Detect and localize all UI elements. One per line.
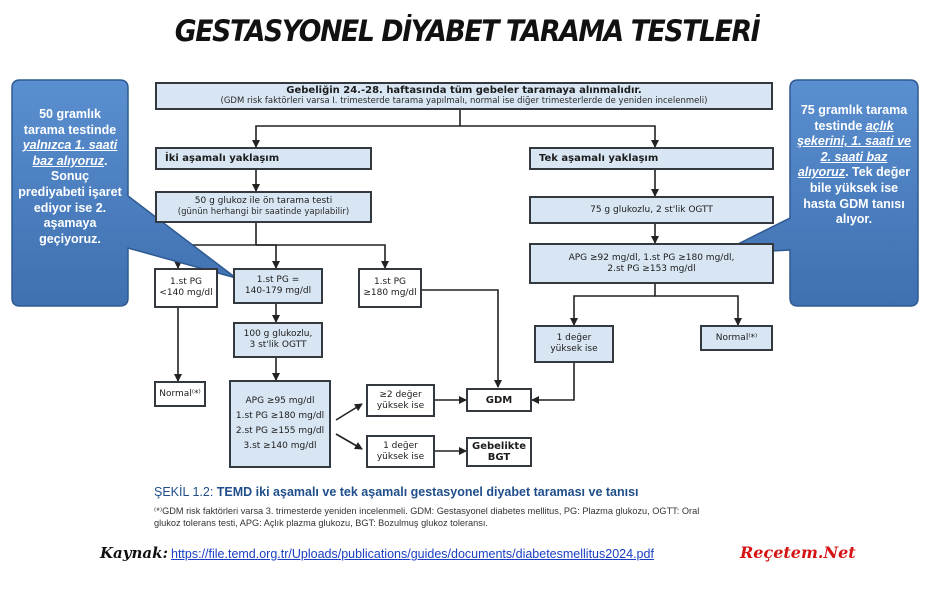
one-high-two-step-box: 1 değer yüksek ise — [366, 435, 435, 468]
brand-logo-text: Reçetem.Net — [740, 543, 856, 562]
normal-one-step-box: Normal⁽*⁾ — [700, 325, 773, 351]
ogtt-75g-box: 75 g glukozlu, 2 st'lik OGTT — [529, 196, 774, 224]
footnote-line-2: glukoz tolerans testi, APG: Açlık plazma… — [154, 518, 488, 528]
screening-start-box: Gebeliğin 24.-28. haftasında tüm gebeler… — [155, 82, 773, 110]
pg-mid-box: 1.st PG = 140-179 mg/dl — [233, 268, 323, 304]
screen-50g-box: 50 g glukoz ile ön tarama testi (günün h… — [155, 191, 372, 223]
screening-start-note: (GDM risk faktörleri varsa I. trimesterd… — [220, 96, 708, 106]
one-high-one-step-box: 1 değer yüksek ise — [534, 325, 614, 363]
ogtt-75g-criteria-box: APG ≥92 mg/dl, 1.st PG ≥180 mg/dl, 2.st … — [529, 243, 774, 284]
left-callout-text: 50 gramlık tarama testinde yalnızca 1. s… — [18, 107, 122, 246]
figure-caption: ŞEKİL 1.2: TEMD iki aşamalı ve tek aşama… — [154, 485, 639, 499]
screening-start-text: Gebeliğin 24.-28. haftasında tüm gebeler… — [286, 85, 642, 96]
left-callout-bubble — [11, 79, 237, 307]
two-step-header: İki aşamalı yaklaşım — [155, 147, 372, 170]
footnote-line-1: ⁽*⁾GDM risk faktörleri varsa 3. trimeste… — [154, 506, 700, 516]
pg-low-box: 1.st PG <140 mg/dl — [154, 268, 218, 308]
page-title: GESTASYONEL DİYABET TARAMA TESTLERİ — [174, 14, 761, 48]
bgt-box: Gebelikte BGT — [466, 437, 532, 467]
source-link[interactable]: https://file.temd.org.tr/Uploads/publica… — [171, 547, 654, 561]
normal-two-step-box: Normal⁽*⁾ — [154, 381, 206, 407]
one-step-header: Tek aşamalı yaklaşım — [529, 147, 774, 170]
source-label: Kaynak: — [100, 544, 169, 562]
ogtt-100g-box: 100 g glukozlu, 3 st'lik OGTT — [233, 322, 323, 358]
pg-high-box: 1.st PG ≥180 mg/dl — [358, 268, 422, 308]
two-high-box: ≥2 değer yüksek ise — [366, 384, 435, 417]
ogtt-100g-criteria-box: APG ≥95 mg/dl 1.st PG ≥180 mg/dl 2.st PG… — [229, 380, 331, 468]
gdm-box: GDM — [466, 388, 532, 412]
right-callout-text: 75 gramlık tarama testinde açlık şekerin… — [797, 103, 911, 227]
